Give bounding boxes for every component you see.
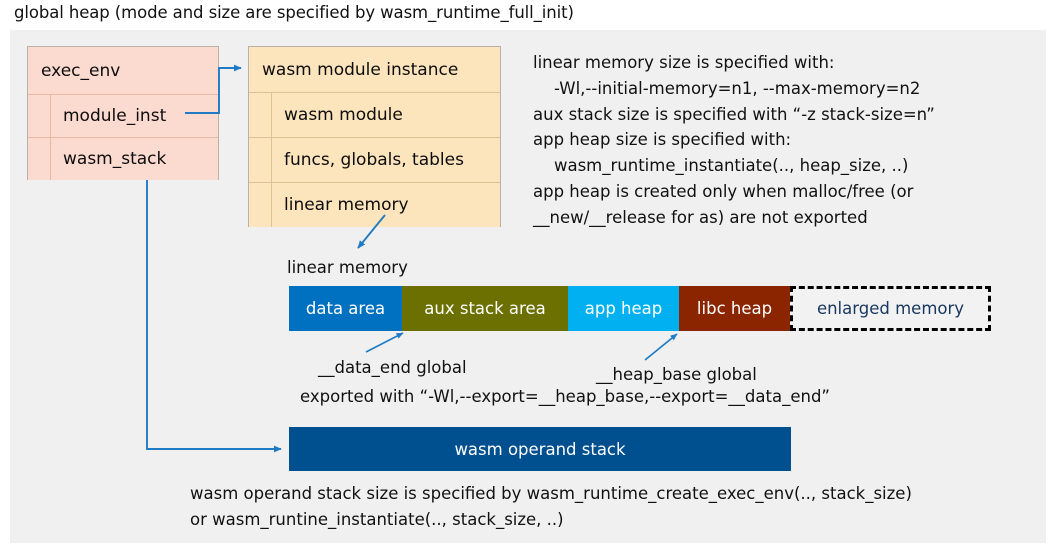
- memory-segment-data-area: data area: [289, 286, 402, 331]
- module-instance-row-linear-memory: linear memory: [249, 182, 500, 227]
- linear-memory-bar-label: linear memory: [287, 258, 408, 277]
- wasm-module-instance-box: wasm module instance wasm module funcs, …: [248, 46, 501, 227]
- exec-env-row-wasm-stack: wasm_stack: [28, 137, 218, 180]
- module-inst-label: module_inst: [63, 106, 167, 126]
- wasm-operand-stack-bar: wasm operand stack: [289, 427, 791, 471]
- memory-segment-aux-stack-area: aux stack area: [402, 286, 568, 331]
- linear-memory-row-label: linear memory: [284, 195, 409, 215]
- wasm-module-label: wasm module: [284, 105, 403, 125]
- module-instance-row-funcs-globals-tables: funcs, globals, tables: [249, 137, 500, 182]
- exec-env-header-row: exec_env: [28, 47, 218, 94]
- memory-segment-label: enlarged memory: [816, 299, 965, 318]
- page-title: global heap (mode and size are specified…: [14, 3, 574, 22]
- exec-env-header-label: exec_env: [41, 60, 121, 81]
- exec-env-row-module-inst: module_inst: [28, 94, 218, 137]
- exported-with-annotation: exported with “-Wl,--export=__heap_base,…: [300, 387, 830, 406]
- exec-env-box: exec_env module_inst wasm_stack: [27, 46, 219, 180]
- row-gutter: [28, 138, 51, 180]
- funcs-globals-tables-label: funcs, globals, tables: [284, 150, 464, 170]
- operand-stack-notes: wasm operand stack size is specified by …: [190, 484, 912, 529]
- memory-segment-enlarged-memory: enlarged memory: [790, 286, 991, 331]
- wasm-operand-stack-label: wasm operand stack: [454, 439, 626, 459]
- memory-segment-label: aux stack area: [424, 299, 546, 318]
- data-end-annotation: __data_end global: [318, 358, 467, 377]
- linear-memory-bar: data area aux stack area app heap libc heap…: [289, 286, 991, 331]
- memory-segment-label: libc heap: [696, 299, 773, 318]
- memory-segment-app-heap: app heap: [568, 286, 679, 331]
- row-gutter: [249, 93, 272, 137]
- row-gutter: [249, 138, 272, 182]
- row-gutter: [28, 95, 51, 137]
- memory-segment-libc-heap: libc heap: [679, 286, 790, 331]
- module-instance-header-row: wasm module instance: [249, 47, 500, 92]
- memory-segment-label: app heap: [584, 299, 663, 318]
- linear-memory-notes: linear memory size is specified with: -W…: [533, 53, 935, 227]
- row-gutter: [249, 183, 272, 227]
- module-instance-header-label: wasm module instance: [262, 59, 459, 80]
- memory-segment-label: data area: [305, 299, 386, 318]
- wasm-stack-label: wasm_stack: [63, 149, 167, 169]
- heap-base-annotation: __heap_base global: [596, 365, 757, 384]
- module-instance-row-wasm-module: wasm module: [249, 92, 500, 137]
